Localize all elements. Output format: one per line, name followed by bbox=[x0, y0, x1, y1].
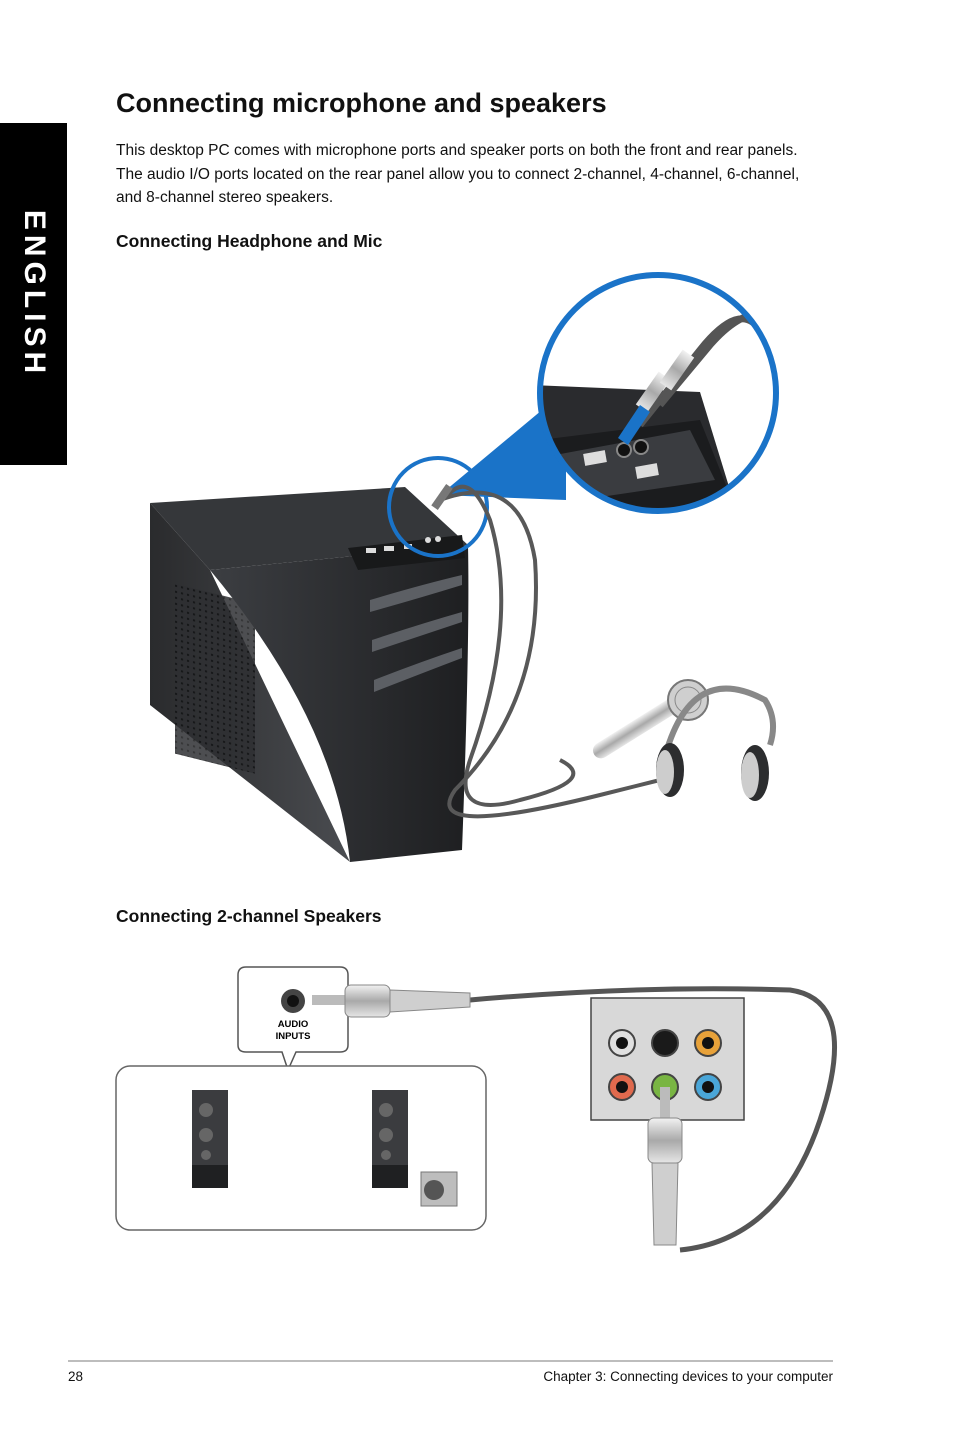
speaker-cable bbox=[469, 986, 838, 1253]
callout-label-line1: AUDIO bbox=[278, 1019, 309, 1030]
tower-front bbox=[210, 545, 469, 862]
section-heading-headphone-mic: Connecting Headphone and Mic bbox=[116, 231, 383, 251]
speaker-left-icon bbox=[192, 1090, 228, 1188]
pc-tower-figure bbox=[150, 272, 779, 862]
drive-bay-1 bbox=[370, 575, 462, 612]
headphones-icon bbox=[656, 685, 777, 801]
footer-divider bbox=[68, 1360, 833, 1362]
page-title: Connecting microphone and speakers bbox=[116, 88, 607, 118]
port-highlight-circle bbox=[387, 456, 489, 558]
speaker-right-icon bbox=[372, 1090, 408, 1188]
audio-inputs-callout bbox=[237, 966, 349, 1073]
zoom-detail bbox=[537, 272, 779, 514]
drive-bay-2 bbox=[372, 612, 462, 652]
rca-plug-icon bbox=[312, 984, 471, 1018]
mic-cable bbox=[446, 484, 576, 807]
microphone-icon bbox=[592, 679, 709, 759]
drive-bay-3 bbox=[374, 648, 462, 692]
rca-plug-vertical-icon bbox=[647, 1087, 683, 1246]
speakers-figure: AUDIO INPUTS bbox=[115, 966, 838, 1253]
jack-black bbox=[651, 1029, 679, 1057]
callout-label-line2: INPUTS bbox=[276, 1031, 311, 1042]
front-io-panel bbox=[348, 535, 465, 570]
page-number: 28 bbox=[68, 1369, 84, 1384]
section-heading-2ch-speakers: Connecting 2-channel Speakers bbox=[116, 906, 382, 926]
language-side-tab: ENGLISH bbox=[0, 123, 67, 465]
chapter-title: Chapter 3: Connecting devices to your co… bbox=[543, 1369, 833, 1384]
headphone-cable bbox=[439, 490, 661, 819]
subwoofer-icon bbox=[420, 1171, 458, 1207]
intro-paragraph: This desktop PC comes with microphone po… bbox=[116, 142, 800, 206]
tower-vent bbox=[175, 583, 255, 774]
